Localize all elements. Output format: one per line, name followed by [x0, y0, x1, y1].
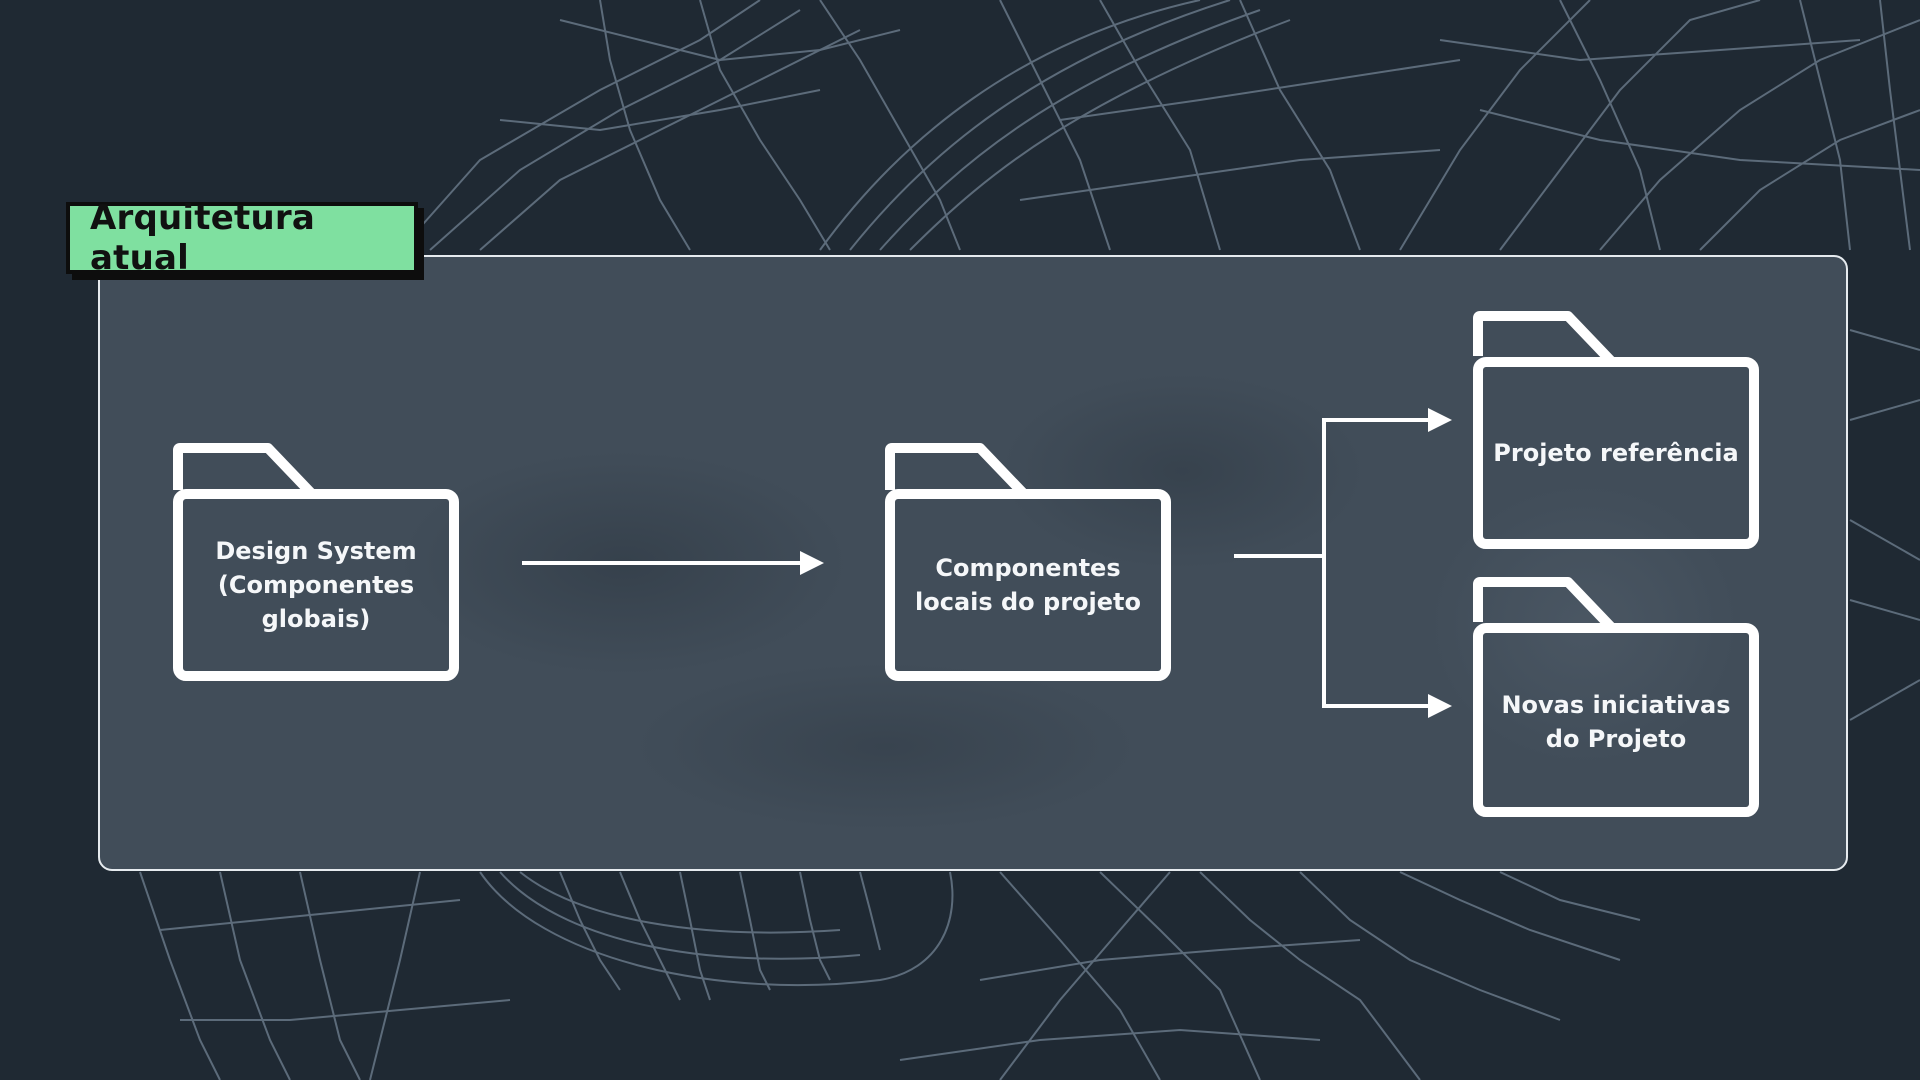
- folder-label-local-components: Componentes locais do projeto: [895, 500, 1161, 670]
- title-tag: Arquitetura atual: [66, 198, 418, 278]
- folder-label-line: Projeto referência: [1493, 439, 1739, 467]
- folder-reference-project-icon: [1473, 311, 1759, 549]
- page-title: Arquitetura atual: [90, 198, 315, 278]
- folder-label-line: locais do projeto: [915, 588, 1141, 616]
- folder-new-initiatives-icon: [1473, 577, 1759, 817]
- folder-label-line: globais): [261, 605, 371, 633]
- folder-label-line: Novas iniciativas: [1501, 691, 1731, 719]
- folder-local-components-icon: [885, 443, 1171, 681]
- folder-label-line: (Componentes: [217, 571, 415, 599]
- folder-label-line: Componentes: [935, 554, 1121, 582]
- folder-label-design-system: Design System (Componentes globais): [183, 500, 449, 670]
- folder-label-reference-project: Projeto referência: [1483, 368, 1749, 544]
- folder-label-line: Design System: [215, 537, 417, 565]
- branch-connector: [1234, 420, 1326, 706]
- diagram-panel: [98, 255, 1848, 871]
- folder-design-system-icon: [173, 443, 459, 681]
- folder-label-new-initiatives: Novas iniciativas do Projeto: [1483, 634, 1749, 806]
- folder-label-line: do Projeto: [1545, 725, 1687, 753]
